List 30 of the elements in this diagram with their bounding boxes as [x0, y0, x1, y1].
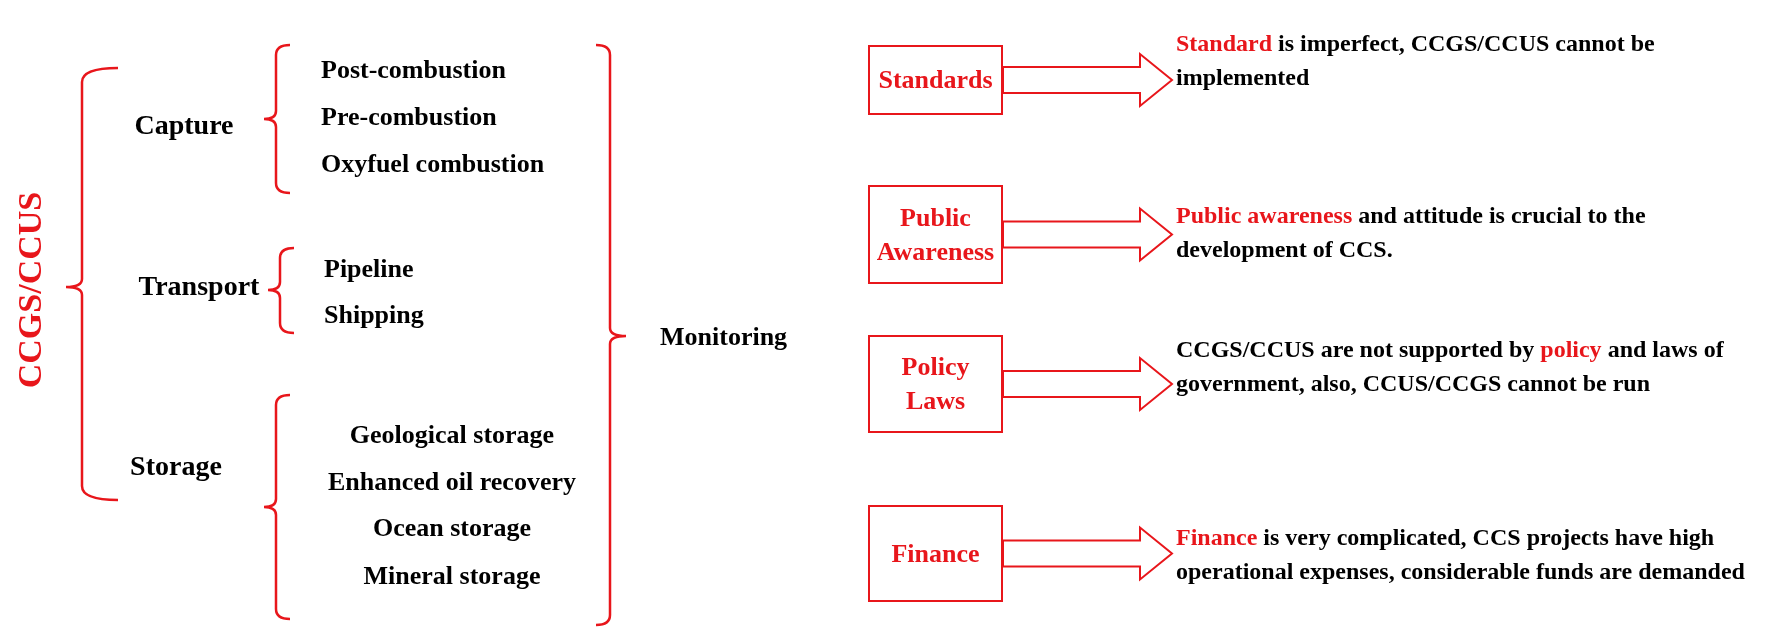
label-text: Pipeline: [324, 254, 414, 284]
label-text: Capture: [134, 109, 234, 141]
label-text: Monitoring: [660, 322, 788, 352]
category-box: [868, 335, 1003, 433]
hollow-arrow: [1002, 355, 1174, 413]
description-text: Standard is imperfect, CCGS/CCUS cannot be implemented: [1176, 29, 1656, 92]
description-text: Finance is very complicated, CCS projects have high operational expenses, considerable funds are demanded: [1176, 523, 1746, 586]
hollow-arrow: [1002, 525, 1174, 582]
label-text: Storage: [130, 450, 222, 482]
description-text: CCGS/CCUS are not supported by policy and laws of government, also, CCUS/CCGS cannot be run: [1176, 335, 1725, 398]
description-text: Public awareness and attitude is crucial to the development of CCS.: [1176, 201, 1647, 264]
label-text: Mineral storage: [363, 561, 541, 591]
box-title: Standards: [877, 64, 994, 97]
label-text: Enhanced oil recovery: [328, 467, 576, 497]
box-title: Policy Laws: [900, 351, 971, 417]
label-text: Oxyfuel combustion: [321, 149, 545, 179]
category-box: [868, 505, 1003, 602]
label-text: Post-combustion: [321, 55, 506, 85]
label-text: Shipping: [324, 300, 424, 330]
box-title: Public Awareness: [875, 201, 996, 268]
vertical-title: CCGS/CCUS: [11, 191, 49, 389]
label-text: Ocean storage: [372, 513, 532, 543]
label-text: Pre-combustion: [321, 102, 497, 132]
category-box: [868, 45, 1003, 115]
label-text: Geological storage: [349, 420, 555, 450]
hollow-arrow: [1002, 51, 1174, 109]
box-title: Finance: [890, 537, 981, 570]
label-text: Transport: [138, 270, 260, 302]
hollow-arrow: [1002, 206, 1174, 263]
category-box: [868, 185, 1003, 284]
